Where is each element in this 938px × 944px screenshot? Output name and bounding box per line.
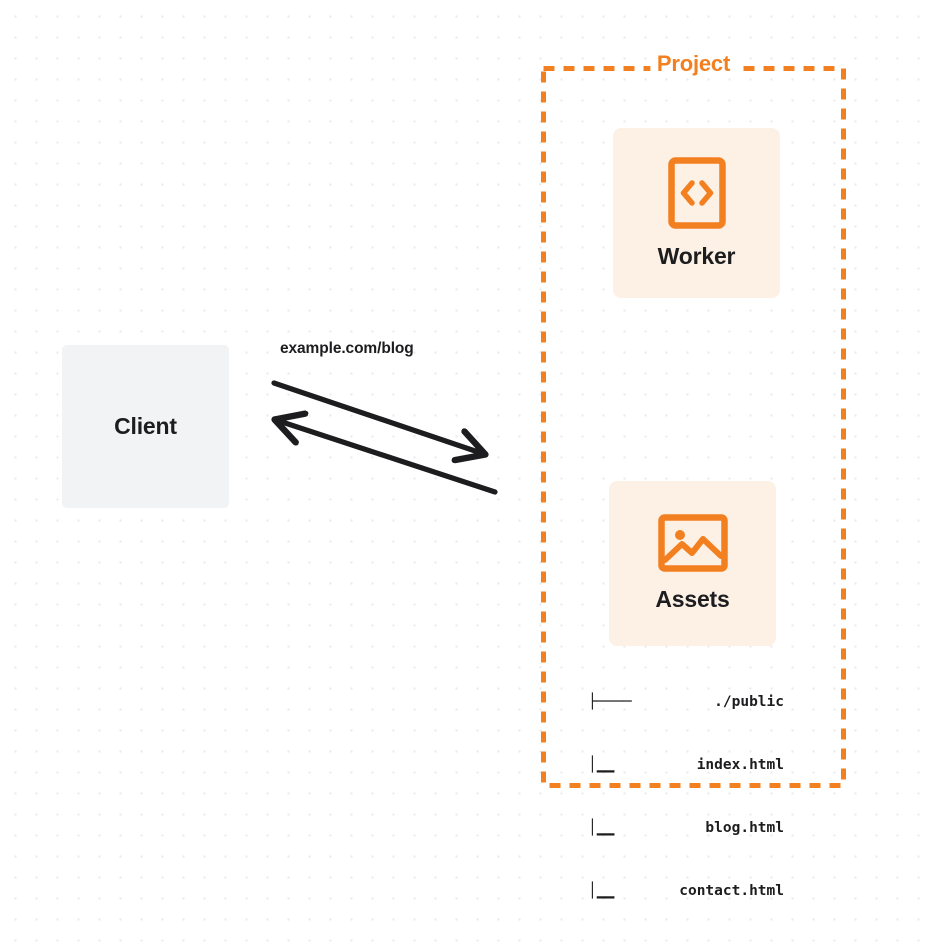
tree-branch-glyph: │▁▁: [588, 757, 615, 773]
tree-item-name: index.html: [696, 757, 784, 773]
file-tree-row: ├──── ./public: [588, 692, 784, 713]
request-arrow: [271, 380, 484, 454]
project-title: Project: [649, 51, 738, 77]
response-arrow: [276, 420, 498, 495]
image-picture-icon: [657, 514, 728, 572]
tree-item-name: contact.html: [679, 883, 784, 899]
worker-card[interactable]: Worker: [613, 128, 780, 298]
code-brackets-icon: [667, 156, 726, 229]
file-tree-row: │▁▁ index.html: [588, 755, 784, 776]
client-node[interactable]: Client: [62, 345, 229, 508]
assets-file-tree: ├──── ./public │▁▁ index.html │▁▁ blog.h…: [588, 650, 784, 944]
worker-label: Worker: [657, 242, 736, 269]
tree-item-name: ./public: [714, 694, 784, 710]
client-label: Client: [114, 413, 177, 439]
file-tree-row: │▁▁ blog.html: [588, 818, 784, 839]
tree-branch-glyph: ├────: [588, 694, 632, 710]
connection-url-label: example.com/blog: [280, 340, 414, 357]
tree-branch-glyph: │▁▁: [588, 883, 615, 899]
tree-branch-glyph: │▁▁: [588, 820, 615, 836]
file-tree-row: │▁▁ contact.html: [588, 881, 784, 902]
project-group: Project: [541, 51, 846, 788]
diagram-canvas: Client example.com/blog Project: [62, 51, 846, 899]
assets-card[interactable]: Assets: [609, 481, 776, 646]
assets-label: Assets: [655, 586, 730, 612]
tree-item-name: blog.html: [705, 820, 784, 836]
